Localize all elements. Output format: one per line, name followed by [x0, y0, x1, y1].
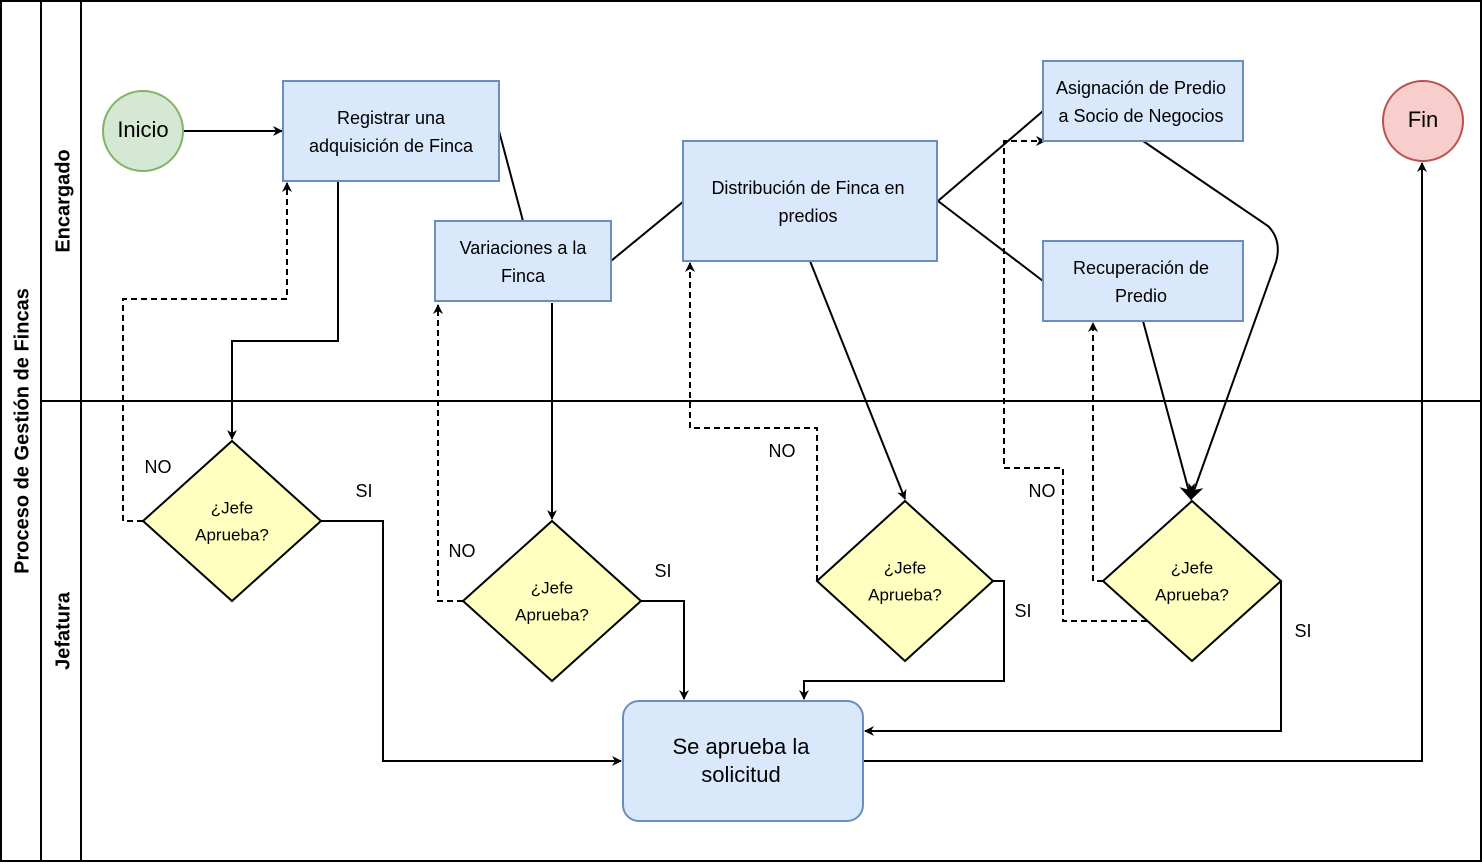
edge-decision3-si [799, 580, 1005, 700]
label-si-3: SI [1014, 601, 1031, 621]
aprueba-line1: Se aprueba la [673, 734, 811, 759]
edge-distribucion-recuperacion [937, 200, 1044, 282]
label-no-2: NO [449, 541, 476, 561]
label-si-4: SI [1294, 621, 1311, 641]
decision-1[interactable]: ¿Jefe Aprueba? [141, 439, 323, 603]
edge-decision1-no [122, 182, 292, 522]
edge-labels: NO SI NO SI NO SI NO SI [145, 441, 1312, 641]
registrar-line2: adquisición de Finca [309, 136, 474, 156]
connectors [122, 110, 1427, 766]
registrar-line1: Registrar una [337, 108, 446, 128]
decision-4-line1: ¿Jefe [1171, 558, 1214, 577]
process-variaciones[interactable]: Variaciones a la Finca [434, 220, 612, 302]
edge-decision2-no [433, 304, 463, 602]
process-aprueba-solicitud[interactable]: Se aprueba la solicitud [622, 700, 864, 822]
edge-decision4-no-asignacion [1003, 136, 1147, 622]
edge-variaciones-distribucion [610, 200, 685, 262]
decision-1-line1: ¿Jefe [211, 498, 254, 517]
edge-distribucion-decision3 [809, 260, 907, 500]
label-si-1: SI [355, 481, 372, 501]
edge-decision1-si [321, 520, 622, 766]
edge-asignacion-decision4 [1142, 140, 1279, 501]
edge-aprueba-fin [863, 162, 1427, 762]
decision-3-line2: Aprueba? [868, 585, 942, 604]
decision-2[interactable]: ¿Jefe Aprueba? [461, 519, 643, 683]
edge-decision4-si [864, 581, 1282, 736]
end-label: Fin [1408, 107, 1439, 132]
lane-title-jefatura: Jefatura [52, 591, 74, 670]
edge-decision2-si [641, 600, 689, 700]
start-label: Inicio [117, 117, 168, 142]
recuperacion-line2: Predio [1115, 286, 1167, 306]
decision-4[interactable]: ¿Jefe Aprueba? [1101, 499, 1283, 663]
label-si-2: SI [654, 561, 671, 581]
aprueba-line2: solicitud [701, 762, 780, 787]
edge-decision3-no [685, 262, 818, 581]
distribucion-line1: Distribución de Finca en [711, 178, 904, 198]
label-no-3: NO [769, 441, 796, 461]
recuperacion-line1: Recuperación de [1073, 258, 1209, 278]
label-no-4: NO [1029, 481, 1056, 501]
distribucion-line2: predios [778, 206, 837, 226]
asignacion-line1: Asignación de Predio [1056, 78, 1226, 98]
process-recuperacion[interactable]: Recuperación de Predio [1042, 240, 1244, 322]
edge-distribucion-asignacion [937, 110, 1044, 202]
decision-1-line2: Aprueba? [195, 525, 269, 544]
pool-title: Proceso de Gestión de Fincas [11, 288, 33, 574]
lane-title-encargado: Encargado [52, 149, 74, 252]
edge-registrar-variaciones [498, 130, 524, 222]
decision-4-line2: Aprueba? [1155, 585, 1229, 604]
end-node[interactable]: Fin [1382, 80, 1464, 162]
edge-registrar-decision1 [227, 181, 339, 440]
asignacion-line2: a Socio de Negocios [1058, 106, 1223, 126]
decision-3[interactable]: ¿Jefe Aprueba? [815, 499, 995, 663]
process-asignacion[interactable]: Asignación de Predio a Socio de Negocios [1042, 60, 1244, 142]
edge-decision4-no-recuperacion [1088, 322, 1103, 582]
process-registrar[interactable]: Registrar una adquisición de Finca [282, 80, 500, 182]
variaciones-line2: Finca [501, 266, 546, 286]
label-no-1: NO [145, 457, 172, 477]
process-distribucion[interactable]: Distribución de Finca en predios [682, 140, 938, 262]
decision-2-line2: Aprueba? [515, 605, 589, 624]
decision-2-line1: ¿Jefe [531, 578, 574, 597]
edge-recuperacion-decision4 [1142, 320, 1195, 501]
start-node[interactable]: Inicio [102, 90, 184, 172]
decision-3-line1: ¿Jefe [884, 558, 927, 577]
variaciones-line1: Variaciones a la [460, 238, 588, 258]
